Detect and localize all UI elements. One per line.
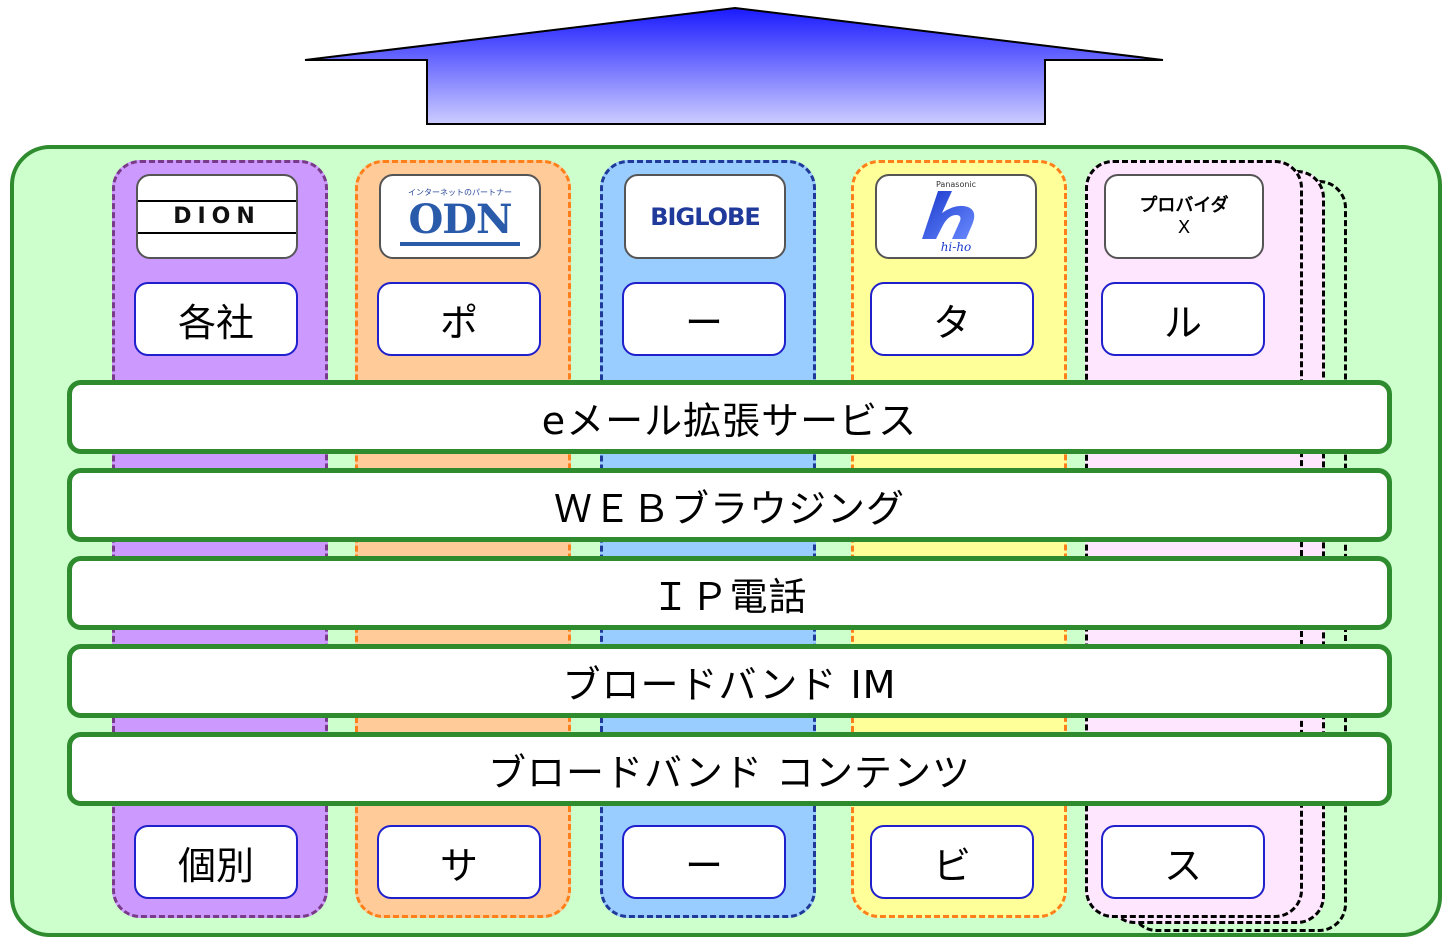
- hiho-brand-text: Panasonic: [935, 180, 977, 189]
- top-char-box: ポ: [377, 282, 541, 356]
- bottom-char-box: ビ: [870, 825, 1034, 899]
- top-char-box: ル: [1101, 282, 1265, 356]
- service-band-im: ブロードバンド IM: [67, 644, 1392, 718]
- dion-logo-text: DION: [173, 204, 261, 229]
- provider-x-logo: プロバイダ X: [1104, 174, 1264, 259]
- hiho-h-icon: [922, 191, 975, 239]
- biglobe-logo-text: BIGLOBE: [650, 202, 760, 231]
- service-band-ip-phone: ＩＰ電話: [67, 556, 1392, 630]
- top-char-box: ー: [622, 282, 786, 356]
- dion-logo: DION: [136, 174, 298, 259]
- provider-x-name: プロバイダ: [1139, 194, 1229, 216]
- odn-logo: インターネットのパートナー ODN: [379, 174, 541, 259]
- service-band-contents: ブロードバンド コンテンツ: [67, 732, 1392, 806]
- bottom-char-box: ス: [1101, 825, 1265, 899]
- hiho-logo-text: hi-ho: [940, 240, 972, 254]
- bottom-char-box: サ: [377, 825, 541, 899]
- hiho-logo: Panasonic hi-ho: [875, 174, 1037, 259]
- top-char-box: 各社: [134, 282, 298, 356]
- bottom-char-box: ー: [622, 825, 786, 899]
- service-band-email: eメール拡張サービス: [67, 380, 1392, 454]
- top-char-box: タ: [870, 282, 1034, 356]
- service-band-web: ＷＥＢブラウジング: [67, 468, 1392, 542]
- bottom-char-box: 個別: [134, 825, 298, 899]
- odn-logo-tagline: インターネットのパートナー: [408, 188, 512, 197]
- biglobe-logo: BIGLOBE: [624, 174, 786, 259]
- provider-x-sub: X: [1177, 216, 1191, 238]
- up-arrow: [304, 6, 1164, 125]
- odn-logo-text: ODN: [408, 196, 512, 243]
